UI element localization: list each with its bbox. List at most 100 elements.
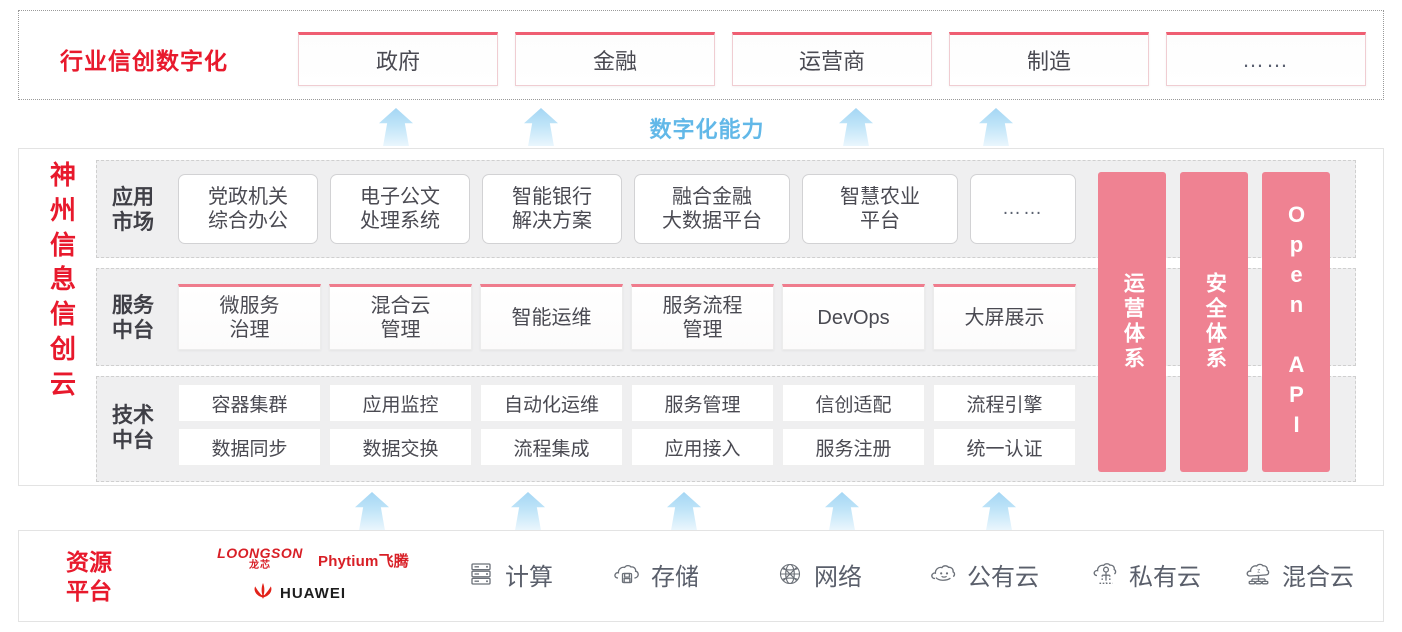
cloud-storage-icon <box>612 559 642 589</box>
resource-item-label: 存储 <box>651 563 699 591</box>
service-card-label: 智能运维 <box>511 306 592 329</box>
industry-box-finance[interactable]: 金融 <box>515 32 715 86</box>
up-arrow-icon <box>667 492 701 530</box>
huawei-flower-icon <box>252 582 274 605</box>
tech-card-xinchuang-adaptation[interactable]: 信创适配 <box>782 384 925 422</box>
tech-card-label: 服务注册 <box>815 438 892 460</box>
app-card-label: 智慧农业平台 <box>840 185 920 232</box>
pillar-label: Open API <box>1284 202 1309 442</box>
resource-platform-panel <box>18 530 1384 622</box>
pillar-open-api[interactable]: Open API <box>1262 172 1330 472</box>
loongson-logo-en: LOONGSON <box>217 545 303 561</box>
resource-item-label: 混合云 <box>1282 563 1354 591</box>
layer-label-application: 应用市场 <box>112 186 154 234</box>
industry-box-label: 金融 <box>592 49 637 74</box>
loongson-logo: LOONGSON 龙芯 <box>210 546 310 572</box>
pillar-label: 安全体系 <box>1203 272 1227 372</box>
up-arrow-icon <box>511 492 545 530</box>
phytium-logo: Phytium飞腾 <box>318 550 430 571</box>
resource-item-network[interactable]: 网络 <box>775 552 862 596</box>
service-card-microservice-governance[interactable]: 微服务治理 <box>178 284 321 350</box>
tech-card-label: 应用监控 <box>362 394 439 416</box>
app-card-label: 融合金融大数据平台 <box>662 185 762 232</box>
industry-box-label: 运营商 <box>798 49 865 74</box>
industry-box-government[interactable]: 政府 <box>298 32 498 86</box>
tech-card-app-monitoring[interactable]: 应用监控 <box>329 384 472 422</box>
resource-item-label: 私有云 <box>1129 563 1201 591</box>
tech-card-label: 自动化运维 <box>503 394 599 416</box>
resource-item-storage[interactable]: 存储 <box>612 552 699 596</box>
huawei-logo-text: HUAWEI <box>280 585 346 602</box>
service-card-label: 混合云管理 <box>370 294 431 341</box>
tech-card-data-exchange[interactable]: 数据交换 <box>329 428 472 466</box>
hybrid-cloud-icon: z <box>1243 559 1273 589</box>
industry-box-more[interactable]: …… <box>1166 32 1366 86</box>
resource-item-label: 网络 <box>814 563 862 591</box>
cloud-platform-title: 神州信息信创云 <box>49 160 76 399</box>
tech-card-app-access[interactable]: 应用接入 <box>631 428 774 466</box>
tech-card-label: 服务管理 <box>664 394 741 416</box>
up-arrow-icon <box>825 492 859 530</box>
app-card-label: 党政机关综合办公 <box>208 185 288 232</box>
svg-text:z: z <box>1257 568 1260 574</box>
app-card-e-document[interactable]: 电子公文处理系统 <box>330 174 470 244</box>
app-card-label: 智能银行解决方案 <box>512 185 592 232</box>
tech-card-label: 容器集群 <box>211 394 288 416</box>
loongson-logo-cn: 龙芯 <box>249 560 271 571</box>
service-card-intelligent-ops[interactable]: 智能运维 <box>480 284 623 350</box>
resource-item-private-cloud[interactable]: 私有云 <box>1090 552 1201 596</box>
resource-item-public-cloud[interactable]: 公有云 <box>928 552 1039 596</box>
tech-card-process-engine[interactable]: 流程引擎 <box>933 384 1076 422</box>
tech-card-label: 流程集成 <box>513 438 590 460</box>
server-rack-icon <box>466 559 496 589</box>
tech-card-service-registry[interactable]: 服务注册 <box>782 428 925 466</box>
service-card-devops[interactable]: DevOps <box>782 284 925 350</box>
pillar-operations[interactable]: 运营体系 <box>1098 172 1166 472</box>
industry-box-label: …… <box>1242 47 1290 72</box>
layer-label-service: 服务中台 <box>112 294 154 342</box>
service-card-process-management[interactable]: 服务流程管理 <box>631 284 774 350</box>
tech-card-label: 信创适配 <box>815 394 892 416</box>
app-card-smart-bank[interactable]: 智能银行解决方案 <box>482 174 622 244</box>
tech-card-label: 应用接入 <box>664 438 741 460</box>
up-arrow-icon <box>982 492 1016 530</box>
tech-card-process-integration[interactable]: 流程集成 <box>480 428 623 466</box>
pillar-label: 运营体系 <box>1121 272 1145 372</box>
up-arrow-icon <box>839 108 873 146</box>
up-arrow-icon <box>979 108 1013 146</box>
app-card-more[interactable]: …… <box>970 174 1076 244</box>
phytium-logo-text: Phytium飞腾 <box>318 553 409 570</box>
service-card-hybrid-cloud-management[interactable]: 混合云管理 <box>329 284 472 350</box>
pillar-security[interactable]: 安全体系 <box>1180 172 1248 472</box>
tech-card-label: 数据交换 <box>362 438 439 460</box>
up-arrow-icon <box>379 108 413 146</box>
tech-card-automated-ops[interactable]: 自动化运维 <box>480 384 623 422</box>
industry-band-title: 行业信创数字化 <box>60 48 228 74</box>
industry-box-label: 制造 <box>1026 49 1071 74</box>
resource-item-hybrid-cloud[interactable]: z 混合云 <box>1243 552 1354 596</box>
industry-box-carrier[interactable]: 运营商 <box>732 32 932 86</box>
tech-card-label: 流程引擎 <box>966 394 1043 416</box>
service-card-label: 微服务治理 <box>219 294 280 341</box>
resource-item-compute[interactable]: 计算 <box>466 552 553 596</box>
tech-card-data-sync[interactable]: 数据同步 <box>178 428 321 466</box>
service-card-label: DevOps <box>817 306 890 329</box>
app-card-label: 电子公文处理系统 <box>360 185 440 232</box>
network-mesh-icon <box>775 559 805 589</box>
tech-card-unified-auth[interactable]: 统一认证 <box>933 428 1076 466</box>
private-cloud-icon <box>1090 559 1120 589</box>
tech-card-service-management[interactable]: 服务管理 <box>631 384 774 422</box>
tech-card-label: 统一认证 <box>966 438 1043 460</box>
industry-box-manufacturing[interactable]: 制造 <box>949 32 1149 86</box>
tech-card-container-cluster[interactable]: 容器集群 <box>178 384 321 422</box>
app-card-finance-bigdata[interactable]: 融合金融大数据平台 <box>634 174 790 244</box>
app-card-label: …… <box>1002 198 1044 220</box>
service-card-label: 服务流程管理 <box>662 294 743 341</box>
service-card-dashboard[interactable]: 大屏展示 <box>933 284 1076 350</box>
public-cloud-icon <box>928 559 958 589</box>
resource-item-label: 计算 <box>505 563 553 591</box>
app-card-smart-agriculture[interactable]: 智慧农业平台 <box>802 174 958 244</box>
tech-card-label: 数据同步 <box>211 438 288 460</box>
app-card-government-office[interactable]: 党政机关综合办公 <box>178 174 318 244</box>
